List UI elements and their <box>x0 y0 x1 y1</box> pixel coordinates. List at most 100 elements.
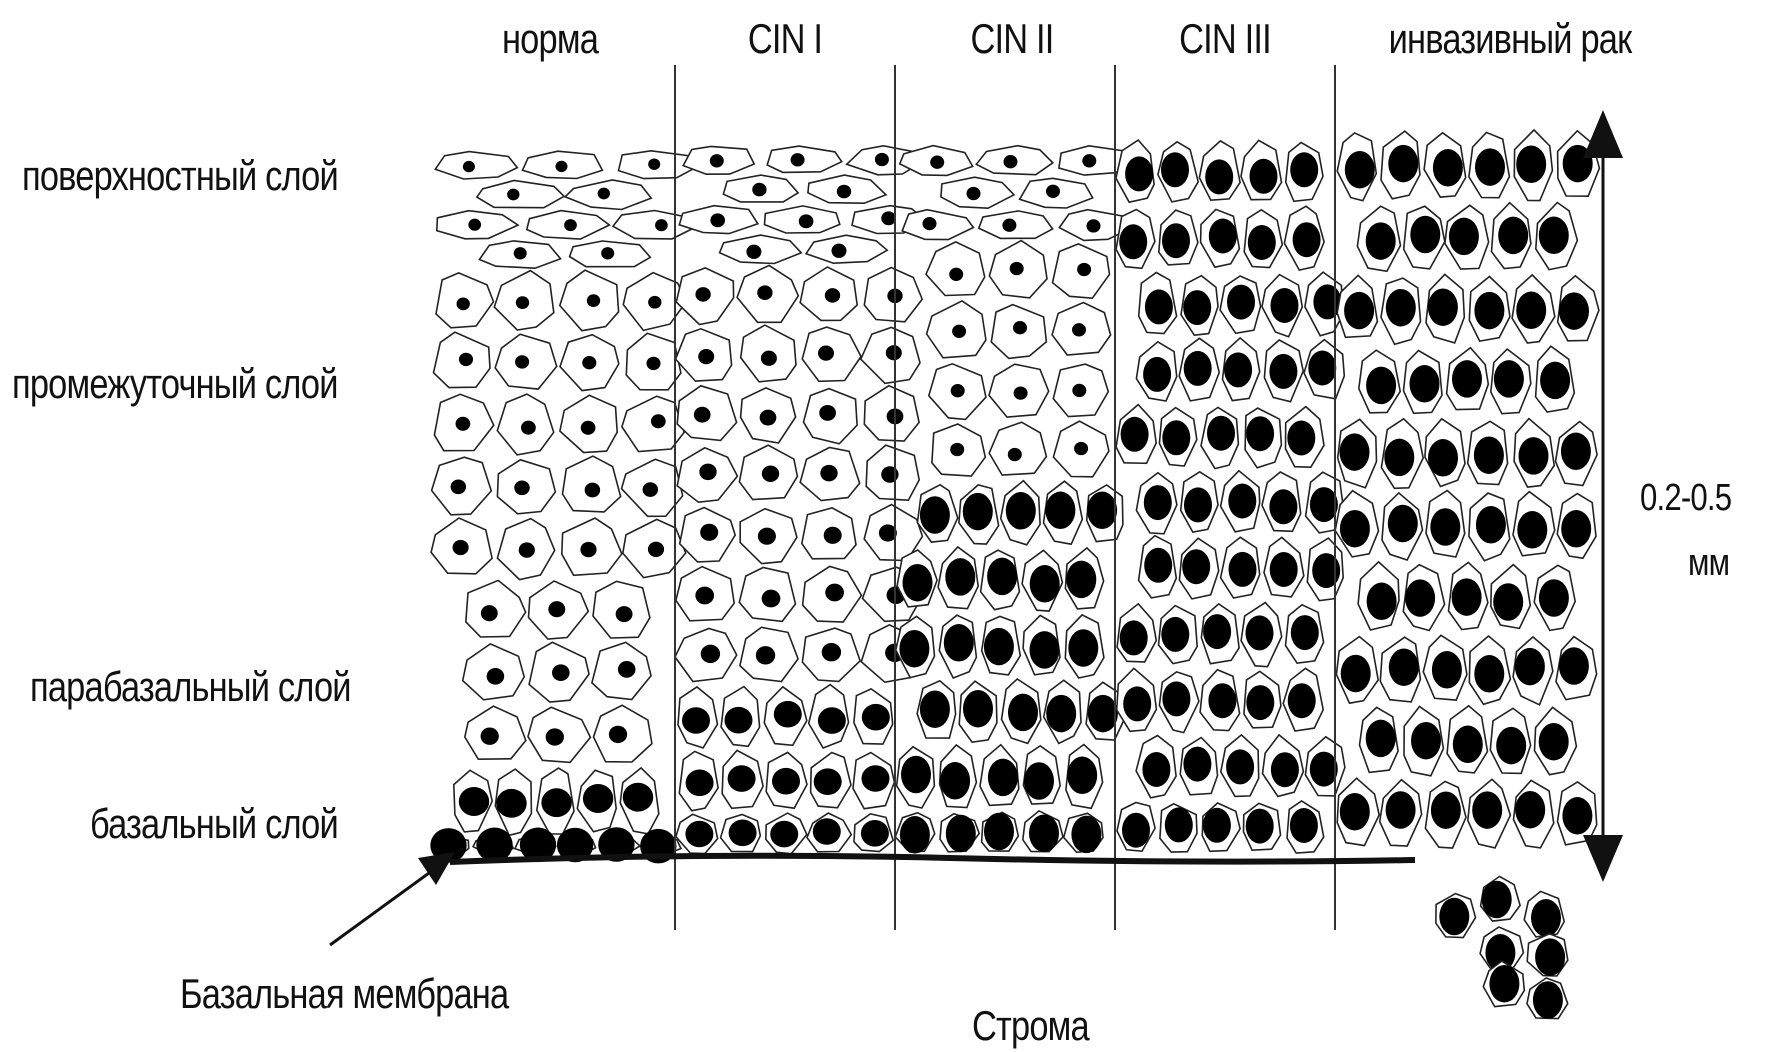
cell-nucleus <box>1008 694 1038 732</box>
cell-nucleus <box>1161 152 1189 187</box>
cell-nucleus <box>1123 686 1151 721</box>
cell-nucleus <box>1345 151 1375 189</box>
cell-nucleus <box>762 465 779 482</box>
cell-nucleus <box>514 247 527 259</box>
cell-nucleus <box>752 183 766 197</box>
cell-nucleus <box>940 762 970 800</box>
cell-nucleus <box>903 564 933 602</box>
cell-nucleus <box>1068 629 1098 667</box>
cell-nucleus <box>1562 797 1592 835</box>
cell-nucleus <box>1388 505 1418 543</box>
cell-nucleus <box>1207 416 1235 451</box>
column-label-norm: норма <box>502 15 598 63</box>
cell-nucleus <box>831 244 846 258</box>
cell-nucleus <box>762 590 781 608</box>
cell-nucleus <box>1203 808 1231 843</box>
cell-nucleus <box>651 414 666 428</box>
cell-nucleus <box>1453 726 1483 764</box>
cell-nucleus <box>582 356 596 369</box>
cell-nucleus <box>1162 420 1190 455</box>
cell-nucleus <box>1474 655 1504 693</box>
cell-nucleus <box>1004 155 1018 168</box>
cell-nucleus <box>1271 752 1299 787</box>
cell-nucleus <box>1293 222 1321 257</box>
cell-nucleus <box>1430 508 1460 546</box>
cell-nucleus <box>813 818 841 845</box>
cell-nucleus <box>1208 683 1236 718</box>
cell-nucleus <box>585 483 600 498</box>
cell-nucleus <box>1482 881 1512 919</box>
cell-nucleus <box>824 527 842 544</box>
cell-nucleus <box>761 351 777 366</box>
cell-nucleus <box>710 154 724 167</box>
cell-nucleus <box>945 558 975 596</box>
cell-nucleus <box>963 690 993 728</box>
cell-nucleus <box>1439 898 1469 936</box>
arrow-down-icon <box>1583 835 1623 882</box>
cell-nucleus <box>1142 752 1170 787</box>
cell-nucleus <box>515 355 529 368</box>
cell-nucleus <box>949 268 963 281</box>
cell-nucleus <box>1269 489 1297 524</box>
cell-nucleus <box>1046 185 1060 198</box>
cell-nucleus <box>1183 747 1211 782</box>
cell-nucleus <box>463 161 475 172</box>
cell-nucleus <box>1182 549 1210 584</box>
cell-nucleus <box>695 587 714 605</box>
cell-nucleus <box>1561 433 1591 471</box>
cell-nucleus <box>1340 793 1370 831</box>
cell-nucleus <box>1367 583 1397 621</box>
cell-nucleus <box>1411 722 1441 760</box>
cell-nucleus <box>1410 216 1440 254</box>
cell-nucleus <box>1010 262 1024 275</box>
cell-nucleus <box>946 815 976 853</box>
cell-nucleus <box>1498 217 1528 255</box>
cell-nucleus <box>1449 218 1479 256</box>
cell-nucleus <box>685 821 713 848</box>
cell-nucleus <box>1006 492 1036 530</box>
cell-nucleus <box>1389 648 1419 686</box>
cell-nucleus <box>598 188 610 200</box>
cell-nucleus <box>1432 651 1462 689</box>
cell-nucleus <box>1205 159 1233 194</box>
cell-nucleus <box>682 707 710 734</box>
cell-nucleus <box>1144 548 1172 583</box>
cell-nucleus <box>1540 362 1570 400</box>
cell-nucleus <box>1228 484 1256 519</box>
cell-nucleus <box>1165 807 1193 842</box>
cell-nucleus <box>646 357 660 370</box>
cell-nucleus <box>923 217 937 230</box>
cell-nucleus <box>1125 156 1153 191</box>
cell-nucleus <box>552 664 570 681</box>
cell-nucleus <box>774 701 802 728</box>
arrow-up-icon <box>1583 110 1623 158</box>
column-label-invasive-cancer: инвазивный рак <box>1389 15 1632 63</box>
cell-nucleus <box>1008 448 1022 461</box>
column-label-cin1: CIN I <box>748 15 822 63</box>
cell-nucleus <box>1287 421 1315 456</box>
cell-nucleus <box>1489 965 1519 1003</box>
cell-nucleus <box>1029 814 1059 852</box>
cell-nucleus <box>1428 439 1458 477</box>
cell-nucleus <box>1341 655 1371 693</box>
cell-nucleus <box>770 821 798 848</box>
cell-nucleus <box>899 630 929 668</box>
cell-nucleus <box>725 707 753 734</box>
column-label-cin2: CIN II <box>970 15 1053 63</box>
cell-nucleus <box>1493 583 1523 621</box>
cell-nucleus <box>819 405 836 421</box>
cell-nucleus <box>496 789 526 818</box>
cell-nucleus <box>1067 757 1097 795</box>
cell-nucleus <box>1474 292 1504 330</box>
cell-nucleus <box>556 161 568 172</box>
cell-nucleus <box>1162 223 1190 258</box>
cell-nucleus <box>1077 263 1091 276</box>
cell-nucleus <box>481 728 499 745</box>
cell-nucleus <box>1082 154 1096 167</box>
cell-nucleus <box>820 465 837 482</box>
cell-nucleus <box>818 707 846 734</box>
cell-nucleus <box>521 421 536 435</box>
cell-nucleus <box>729 820 757 847</box>
cell-nucleus <box>1162 681 1190 716</box>
cell-nucleus <box>1045 492 1075 530</box>
